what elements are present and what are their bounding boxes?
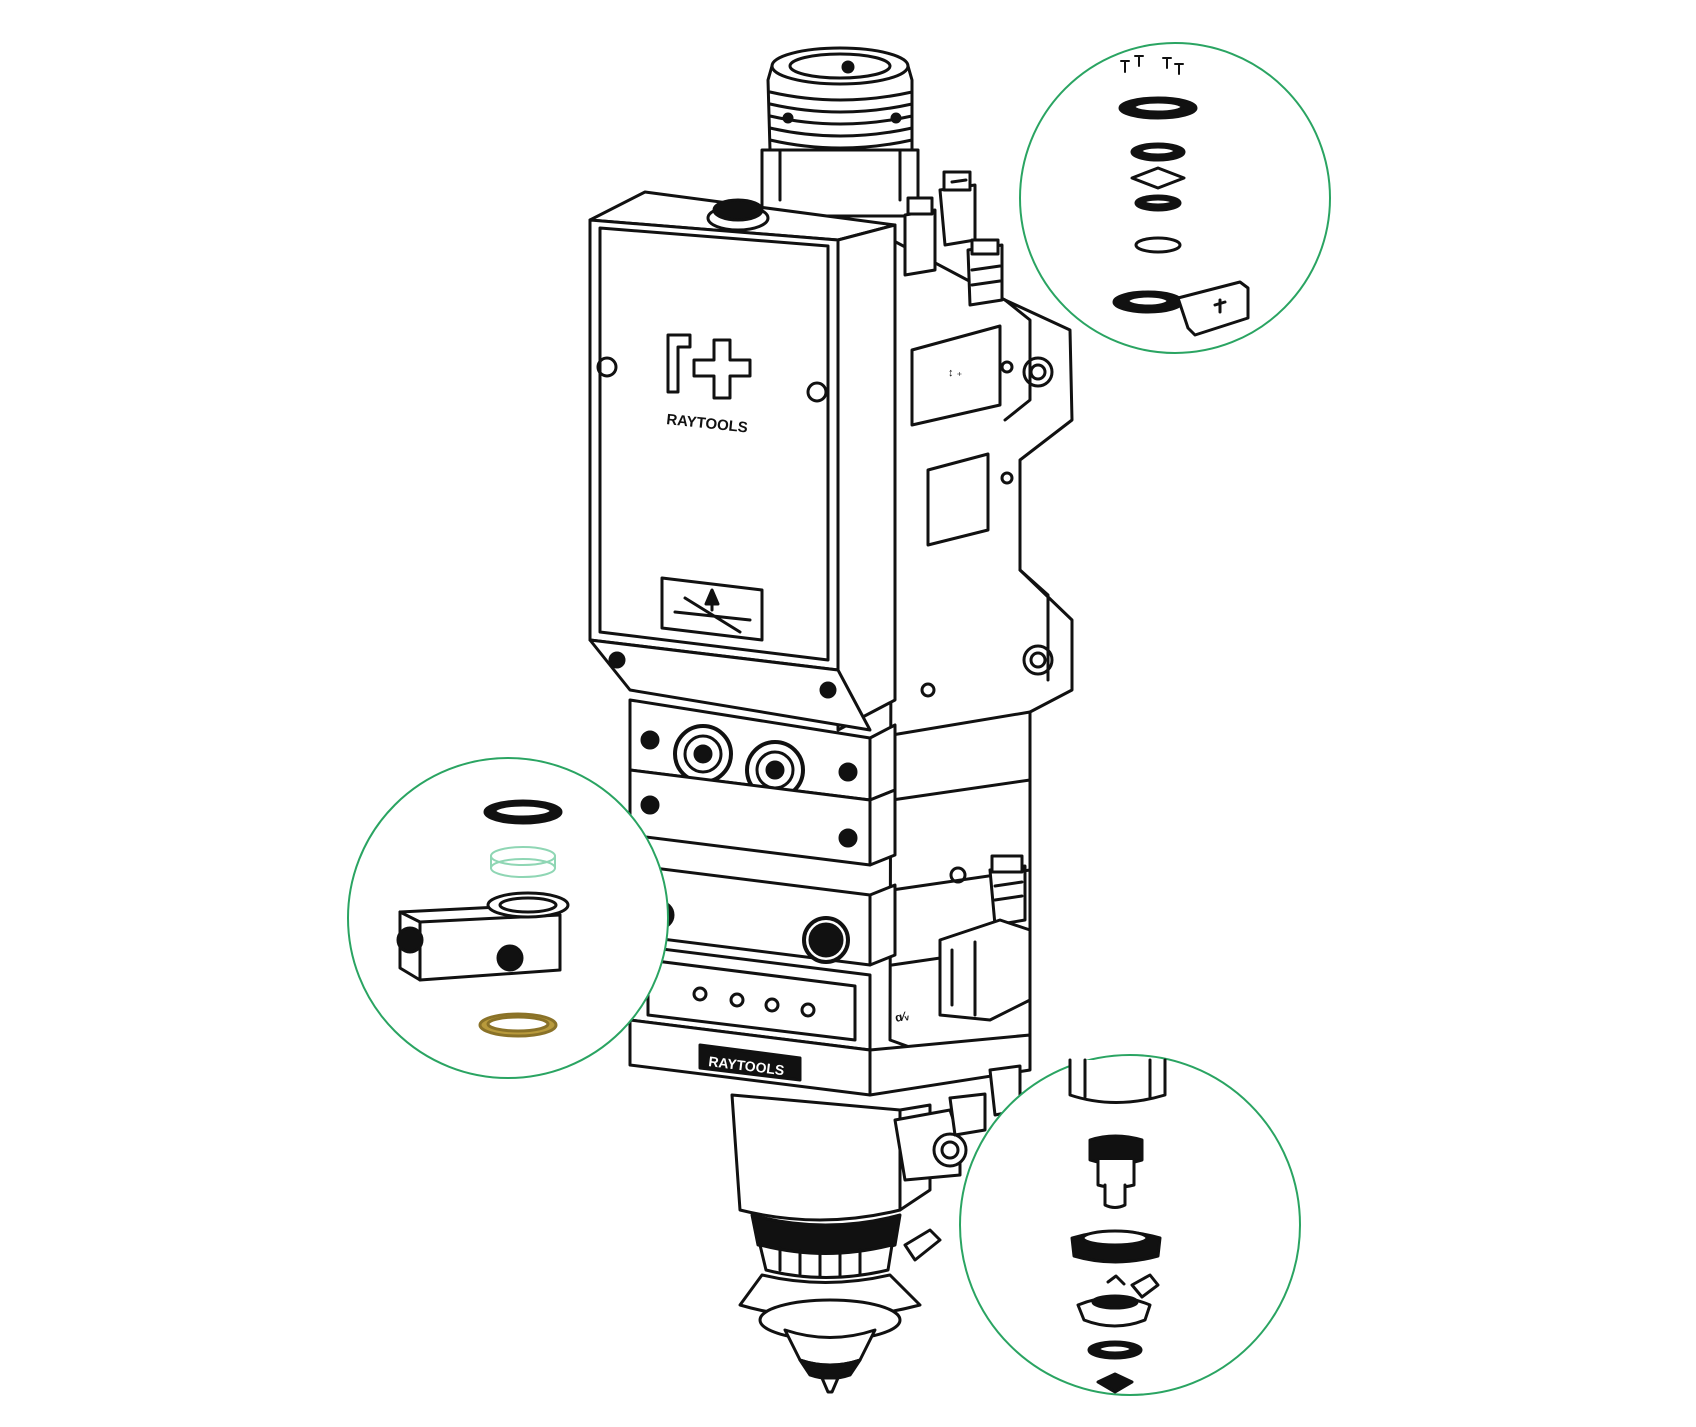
nozzle-section: [730, 1064, 1022, 1394]
svg-text:ɑ⁄ᵥ: ɑ⁄ᵥ: [894, 1008, 911, 1025]
screws: [1120, 55, 1184, 75]
lens-holder-clip: [1112, 280, 1250, 337]
lower-modules: RAYTOOLS: [628, 698, 1032, 1097]
lens-1: [1130, 166, 1186, 190]
main-housing: RAYTOOLS: [588, 190, 897, 732]
detail-view-bottom-right: [959, 1054, 1301, 1396]
raytools-logo: [666, 333, 752, 400]
nozzle-holder: [1076, 1273, 1160, 1328]
ceramic-cap: [1070, 1229, 1162, 1264]
side-body: ↕ ₊ ɑ⁄ᵥ: [888, 238, 1074, 1067]
spacer-ring: [1134, 236, 1182, 254]
gold-seal-ring: [478, 1012, 558, 1038]
nozzle-body-detail: [1068, 1058, 1167, 1104]
top-fiber-connector: [760, 46, 920, 218]
air-fittings-top: [903, 170, 1004, 307]
laser-warning-plate: [660, 576, 764, 642]
svg-text:↕ ₊: ↕ ₊: [948, 367, 963, 379]
connector-detail: [1088, 1134, 1144, 1209]
o-ring-2: [1134, 194, 1182, 212]
detail-view-left: [347, 757, 669, 1079]
protective-lens: [490, 846, 556, 878]
ring-detail: [1087, 1340, 1143, 1360]
adjust-knob-1: [673, 724, 733, 784]
gasket: [1118, 96, 1198, 120]
nozzle-tip-detail: [1096, 1372, 1134, 1394]
drawer-holder: [396, 891, 570, 982]
o-ring-left: [483, 799, 563, 825]
air-fitting-lower: [938, 854, 1032, 1022]
o-ring-1: [1130, 142, 1186, 162]
detail-view-top-right: [1019, 42, 1331, 354]
